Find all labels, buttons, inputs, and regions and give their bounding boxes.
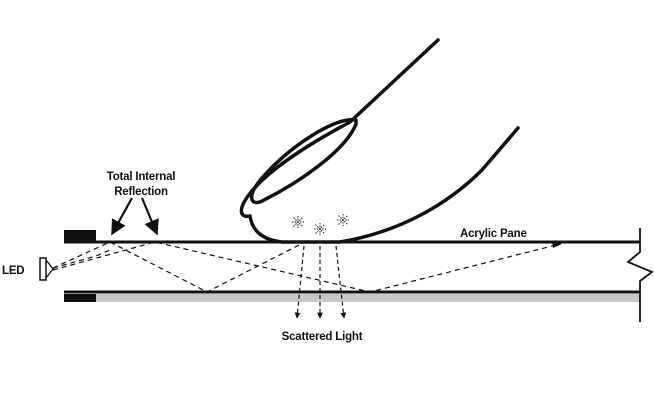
scatter-sparkles: [292, 214, 349, 235]
pane-break-symbol: [626, 228, 654, 322]
led-lens: [45, 259, 54, 279]
sparkle-icon: [292, 216, 304, 228]
led-label: LED: [2, 265, 24, 277]
sparkle-icon: [337, 214, 349, 226]
sparkle-icon: [314, 223, 326, 235]
tir-label-line2: Reflection: [114, 186, 168, 198]
scattered-light-label: Scattered Light: [282, 331, 363, 343]
light-ray-2: [52, 241, 561, 293]
tir-arrow-left: [111, 197, 133, 236]
scattered-light-rays: [294, 245, 347, 319]
light-ray-1: [52, 241, 306, 293]
scattered-ray-left: [294, 245, 305, 319]
scattered-ray-right: [335, 245, 347, 319]
light-ray-arrowhead: [552, 241, 562, 248]
led: [39, 257, 54, 281]
pane-left-cap-bottom: [64, 294, 96, 302]
pane-bottom-sheet: [96, 294, 640, 302]
tir-label-line1: Total Internal: [107, 171, 176, 183]
acrylic-pane: [64, 228, 654, 322]
tir-arrows: [111, 197, 159, 236]
pane-left-cap-top: [64, 230, 96, 242]
finger: [239, 38, 520, 244]
light-rays: [52, 241, 561, 293]
fingernail: [250, 117, 358, 205]
finger-outline: [239, 38, 520, 244]
light-ray-3: [52, 249, 111, 269]
tir-arrow-right: [140, 197, 159, 236]
acrylic-pane-label: Acrylic Pane: [460, 228, 527, 240]
led-body: [39, 257, 47, 281]
